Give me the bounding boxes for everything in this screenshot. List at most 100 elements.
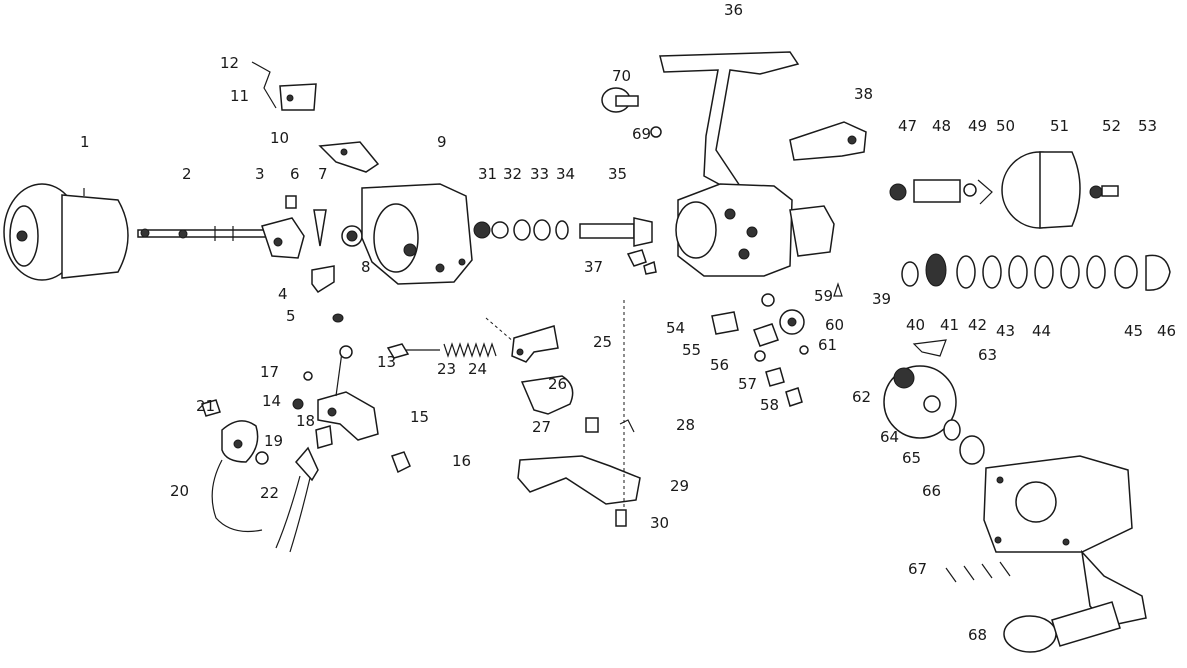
part-screw-37 — [626, 249, 657, 275]
part-label-32: 32 — [503, 165, 522, 183]
part-label-59: 59 — [814, 287, 833, 305]
part-label-11: 11 — [230, 87, 249, 105]
part-knob-69 — [601, 87, 662, 138]
part-label-49: 49 — [968, 117, 987, 135]
part-side-cover — [983, 455, 1133, 553]
part-label-43: 43 — [996, 322, 1015, 340]
part-label-28: 28 — [676, 416, 695, 434]
part-label-67: 67 — [908, 560, 927, 578]
part-label-21: 21 — [196, 397, 215, 415]
part-bail-wire — [201, 345, 379, 553]
part-body — [659, 51, 835, 277]
part-label-55: 55 — [682, 341, 701, 359]
part-spool — [3, 183, 129, 281]
part-label-63: 63 — [978, 346, 997, 364]
part-label-38: 38 — [854, 85, 873, 103]
part-arm-lever — [318, 141, 380, 173]
part-label-39: 39 — [872, 290, 891, 308]
part-label-66: 66 — [922, 482, 941, 500]
part-label-57: 57 — [738, 375, 757, 393]
part-label-12: 12 — [220, 54, 239, 72]
part-label-20: 20 — [170, 482, 189, 500]
part-washer-stack — [901, 253, 1171, 291]
part-label-8: 8 — [361, 258, 371, 276]
part-label-9: 9 — [437, 133, 447, 151]
part-label-29: 29 — [670, 477, 689, 495]
part-label-3: 3 — [255, 165, 265, 183]
part-label-61: 61 — [818, 336, 837, 354]
part-label-42: 42 — [968, 316, 987, 334]
part-clip-63 — [912, 339, 947, 357]
part-label-37: 37 — [584, 258, 603, 276]
part-label-50: 50 — [996, 117, 1015, 135]
part-label-48: 48 — [932, 117, 951, 135]
part-label-1: 1 — [80, 133, 90, 151]
part-label-7: 7 — [318, 165, 328, 183]
part-label-53: 53 — [1138, 117, 1157, 135]
part-screw-39 — [833, 282, 843, 297]
part-line-roller — [520, 375, 635, 433]
part-rotor — [361, 183, 473, 285]
part-label-13: 13 — [377, 353, 396, 371]
part-label-44: 44 — [1032, 322, 1051, 340]
part-handle — [1003, 549, 1147, 653]
part-label-34: 34 — [556, 165, 575, 183]
part-label-16: 16 — [452, 452, 471, 470]
part-screw-16 — [391, 451, 411, 474]
part-clip — [251, 61, 317, 111]
part-label-47: 47 — [898, 117, 917, 135]
part-pinion-shaft — [579, 217, 653, 247]
part-label-23: 23 — [437, 360, 456, 378]
part-label-5: 5 — [286, 307, 296, 325]
part-bail-arm — [261, 195, 363, 323]
part-label-64: 64 — [880, 428, 899, 446]
part-label-17: 17 — [260, 363, 279, 381]
part-rod-spring — [386, 342, 497, 359]
part-label-54: 54 — [666, 319, 685, 337]
part-label-65: 65 — [902, 449, 921, 467]
part-label-45: 45 — [1124, 322, 1143, 340]
part-label-68: 68 — [968, 626, 987, 644]
part-label-36: 36 — [724, 1, 743, 19]
part-trip-lever — [485, 317, 559, 363]
part-drag-knob — [889, 151, 1119, 229]
part-label-26: 26 — [548, 375, 567, 393]
part-bail-arm-bottom — [517, 300, 641, 527]
part-label-27: 27 — [532, 418, 551, 436]
part-label-56: 56 — [710, 356, 729, 374]
part-label-51: 51 — [1050, 117, 1069, 135]
part-label-35: 35 — [608, 165, 627, 183]
part-small-gears — [711, 293, 809, 407]
part-label-33: 33 — [530, 165, 549, 183]
part-label-19: 19 — [264, 432, 283, 450]
part-label-31: 31 — [478, 165, 497, 183]
part-label-6: 6 — [290, 165, 300, 183]
part-label-24: 24 — [468, 360, 487, 378]
part-knob — [789, 121, 867, 161]
part-label-58: 58 — [760, 396, 779, 414]
part-label-62: 62 — [852, 388, 871, 406]
part-label-52: 52 — [1102, 117, 1121, 135]
part-main-gear — [883, 365, 985, 465]
part-label-30: 30 — [650, 514, 669, 532]
part-label-14: 14 — [262, 392, 281, 410]
part-label-2: 2 — [182, 165, 192, 183]
part-label-10: 10 — [270, 129, 289, 147]
part-label-40: 40 — [906, 316, 925, 334]
part-label-69: 69 — [632, 125, 651, 143]
part-label-60: 60 — [825, 316, 844, 334]
part-label-15: 15 — [410, 408, 429, 426]
part-label-41: 41 — [940, 316, 959, 334]
part-label-22: 22 — [260, 484, 279, 502]
part-label-70: 70 — [612, 67, 631, 85]
part-label-25: 25 — [593, 333, 612, 351]
part-label-4: 4 — [278, 285, 288, 303]
part-washers — [473, 219, 569, 241]
part-screws — [945, 561, 1011, 583]
part-shaft — [137, 226, 267, 241]
part-label-46: 46 — [1157, 322, 1176, 340]
part-label-18: 18 — [296, 412, 315, 430]
